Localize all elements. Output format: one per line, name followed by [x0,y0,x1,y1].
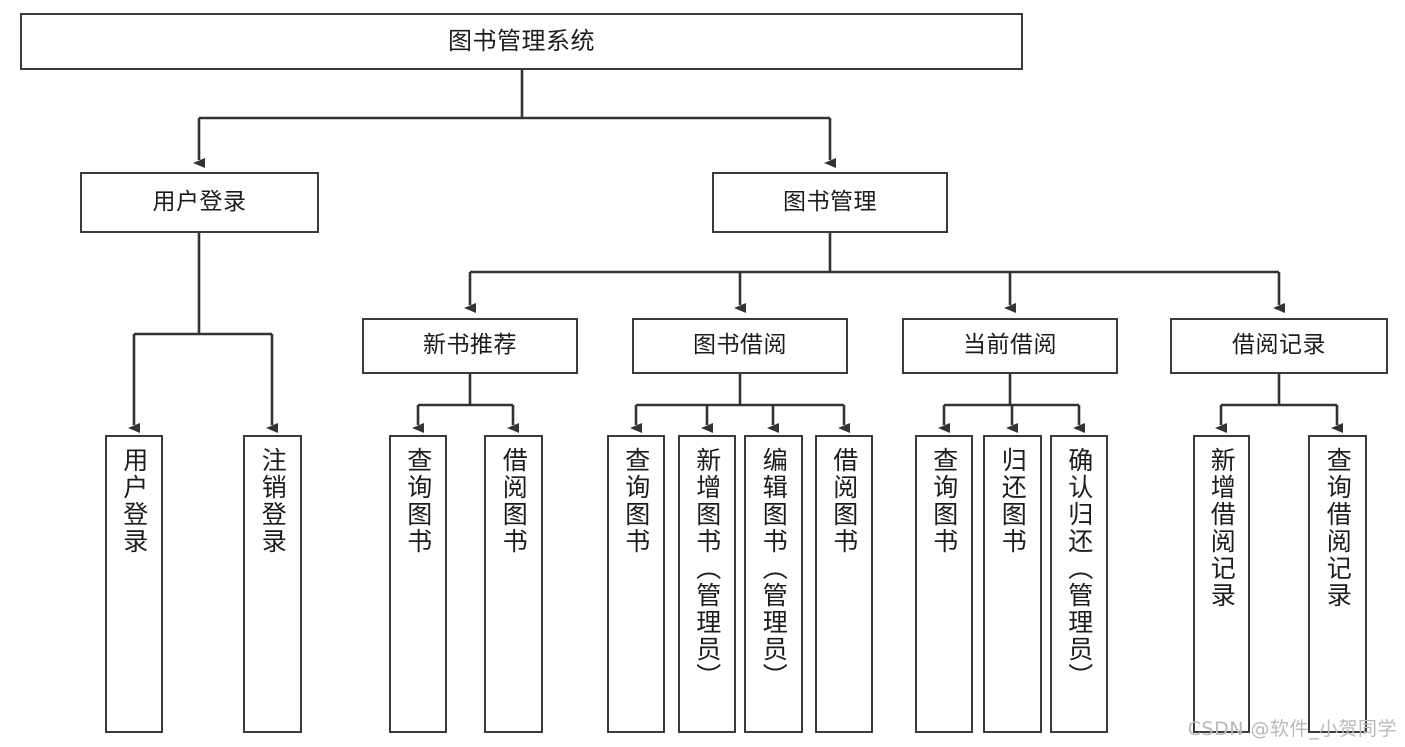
node-label: 当前借阅 [963,332,1057,359]
leaf-borrow-borrow-book[interactable]: 借阅图书 [815,435,873,733]
node-label: 新增图书（管理员） [692,447,722,690]
leaf-record-query-record[interactable]: 查询借阅记录 [1308,435,1367,733]
node-label: 用户登录 [152,188,247,215]
node-label: 查询借阅记录 [1323,447,1353,609]
leaf-current-return-book[interactable]: 归还图书 [983,435,1042,733]
leaf-user-login[interactable]: 用户登录 [105,435,163,733]
node-label: 图书管理系统 [448,27,595,56]
node-label: 编辑图书（管理员） [759,447,789,690]
leaf-recommend-borrow-book[interactable]: 借阅图书 [484,435,543,733]
node-current-borrow[interactable]: 当前借阅 [902,318,1118,374]
node-user-login[interactable]: 用户登录 [80,172,319,233]
node-label: 用户登录 [119,447,149,555]
leaf-borrow-edit-book[interactable]: 编辑图书（管理员） [744,435,803,733]
leaf-user-logout[interactable]: 注销登录 [243,435,302,733]
node-label: 图书管理 [783,188,877,215]
node-label: 查询图书 [929,447,959,555]
watermark-text: CSDN @软件_小贺同学 [1187,718,1397,740]
node-label: 查询图书 [403,447,433,555]
node-label: 借阅图书 [829,447,859,555]
node-label: 查询图书 [621,447,651,555]
leaf-borrow-query-book[interactable]: 查询图书 [607,435,665,733]
node-label: 注销登录 [258,447,288,555]
node-label: 借阅图书 [499,447,529,555]
leaf-current-query-book[interactable]: 查询图书 [915,435,973,733]
node-root-system[interactable]: 图书管理系统 [20,13,1023,70]
leaf-record-add-record[interactable]: 新增借阅记录 [1193,435,1250,733]
node-label: 借阅记录 [1232,332,1326,359]
node-label: 新书推荐 [423,332,517,359]
node-borrow-record[interactable]: 借阅记录 [1170,318,1388,374]
node-label: 新增借阅记录 [1207,447,1237,609]
leaf-recommend-query-book[interactable]: 查询图书 [389,435,447,733]
leaf-current-confirm-return[interactable]: 确认归还（管理员） [1050,435,1108,733]
node-label: 图书借阅 [693,332,787,359]
node-label: 归还图书 [998,447,1028,555]
node-label: 确认归还（管理员） [1064,447,1094,690]
node-book-borrow[interactable]: 图书借阅 [632,318,848,374]
leaf-borrow-add-book[interactable]: 新增图书（管理员） [678,435,736,733]
node-new-book-recommend[interactable]: 新书推荐 [362,318,578,374]
node-book-management[interactable]: 图书管理 [712,172,948,233]
